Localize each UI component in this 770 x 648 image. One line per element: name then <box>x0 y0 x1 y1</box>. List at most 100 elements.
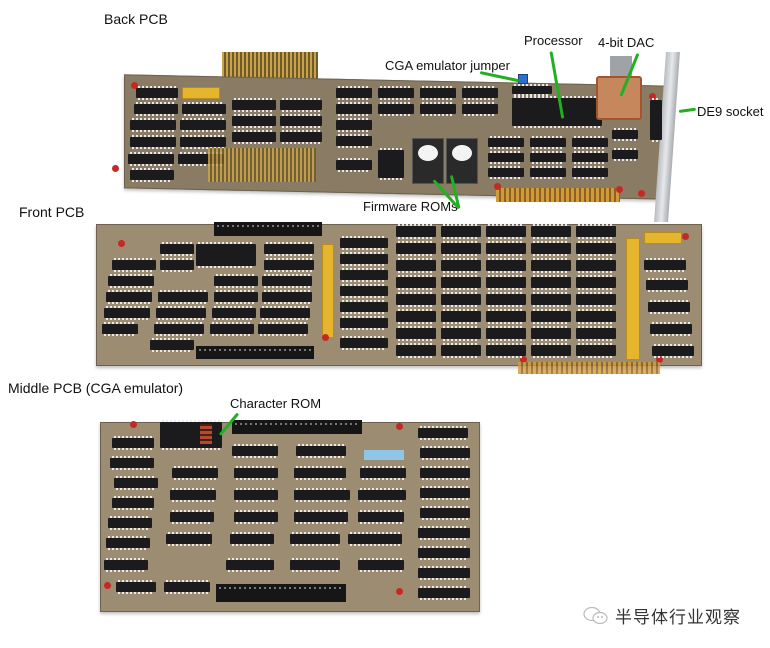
ic-chip <box>170 488 216 502</box>
ic-chip <box>358 510 404 524</box>
ic-chip <box>130 118 176 132</box>
ic-chip <box>180 135 226 149</box>
ic-chip <box>264 242 314 256</box>
character-rom-label: Character ROM <box>230 396 322 411</box>
ic-chip <box>336 86 372 100</box>
ic-chip <box>178 152 224 166</box>
ic-chip <box>420 86 456 100</box>
ic-chip <box>262 290 312 304</box>
ic-chip <box>340 300 388 314</box>
ic-chip <box>378 86 414 100</box>
ic-chip <box>160 258 194 272</box>
firmware-rom-1 <box>412 138 444 184</box>
ic-chip <box>156 306 206 320</box>
ic-chip <box>296 444 346 458</box>
ic-chip <box>112 496 154 510</box>
ic-chip <box>418 526 470 540</box>
cga-jumper-label: CGA emulator jumper <box>385 58 510 73</box>
ic-chip <box>420 486 470 500</box>
ic-chip <box>234 466 278 480</box>
ic-chip <box>340 284 388 298</box>
led-red <box>494 183 501 190</box>
ic-chip <box>340 336 388 350</box>
led-red <box>396 423 403 430</box>
ic-chip <box>234 510 278 524</box>
ic-chip <box>112 258 156 272</box>
ic-chip <box>280 130 322 144</box>
ic-chip <box>358 558 404 572</box>
led-red <box>616 186 623 193</box>
pin-header-bottom <box>196 346 314 359</box>
ic-chip <box>106 290 152 304</box>
ic-chip <box>530 151 566 164</box>
ic-chip <box>340 252 388 266</box>
ic-chip <box>226 558 274 572</box>
ic-chip <box>360 466 406 480</box>
ic-chip <box>136 86 178 100</box>
ic-chip <box>612 148 638 161</box>
ic-chip <box>420 466 470 480</box>
ic-chip <box>280 114 322 128</box>
processor-chip <box>512 96 602 128</box>
ic-chip <box>130 168 174 182</box>
ic-chip <box>488 136 524 149</box>
ic-chip <box>212 306 256 320</box>
ic-chip <box>230 532 274 546</box>
ic-chip <box>196 242 256 268</box>
ic-chip <box>180 118 226 132</box>
ic-chip <box>572 166 608 179</box>
led-red <box>130 421 137 428</box>
ic-chip <box>106 536 150 550</box>
middle-header-top <box>232 420 362 434</box>
ic-chip <box>358 488 406 502</box>
ic-chip <box>102 322 138 336</box>
ic-chip <box>170 510 214 524</box>
ic-chip <box>340 268 388 282</box>
led-red <box>396 588 403 595</box>
ic-chip <box>294 466 346 480</box>
ic-chip <box>378 148 404 180</box>
ic-chip <box>232 444 278 458</box>
ic-chip <box>232 114 276 128</box>
ic-chip <box>652 344 694 358</box>
ic-chip <box>110 456 154 470</box>
ic-chip <box>114 476 158 490</box>
de9-socket-label: DE9 socket <box>697 104 764 119</box>
isa-edge-connector <box>496 188 620 202</box>
led-red <box>322 334 329 341</box>
middle-header-bottom <box>216 584 346 602</box>
de9-leader <box>678 107 697 113</box>
ic-chip <box>112 436 154 450</box>
ic-chip <box>512 84 552 96</box>
ic-chip <box>420 446 470 460</box>
ic-chip <box>108 274 154 288</box>
de9-socket <box>650 98 662 142</box>
middle-pcb-title: Middle PCB (CGA emulator) <box>8 380 184 396</box>
ic-chip <box>134 102 178 116</box>
gold-pin-header <box>208 148 316 182</box>
blue-component <box>364 450 404 460</box>
led-red <box>131 82 138 89</box>
ic-chip <box>150 338 194 352</box>
ic-chip <box>650 322 692 336</box>
ic-chip <box>420 506 470 520</box>
pin-header-top <box>214 222 322 236</box>
ic-chip <box>418 586 470 600</box>
ic-chip <box>128 152 174 166</box>
ic-chip <box>164 580 210 594</box>
gold-bus-bar-right <box>626 238 640 360</box>
ic-chip <box>646 278 688 292</box>
ic-chip <box>232 130 276 144</box>
ic-chip <box>572 151 608 164</box>
back-pcb-title: Back PCB <box>104 11 168 27</box>
ic-chip <box>378 102 414 116</box>
ic-chip <box>530 166 566 179</box>
led-red <box>682 233 689 240</box>
ic-chip <box>644 258 686 272</box>
ic-chip <box>488 151 524 164</box>
ic-chip <box>104 558 148 572</box>
ic-chip <box>612 128 638 141</box>
ic-chip <box>420 102 456 116</box>
ic-chip <box>348 532 402 546</box>
ic-chip <box>182 102 226 116</box>
